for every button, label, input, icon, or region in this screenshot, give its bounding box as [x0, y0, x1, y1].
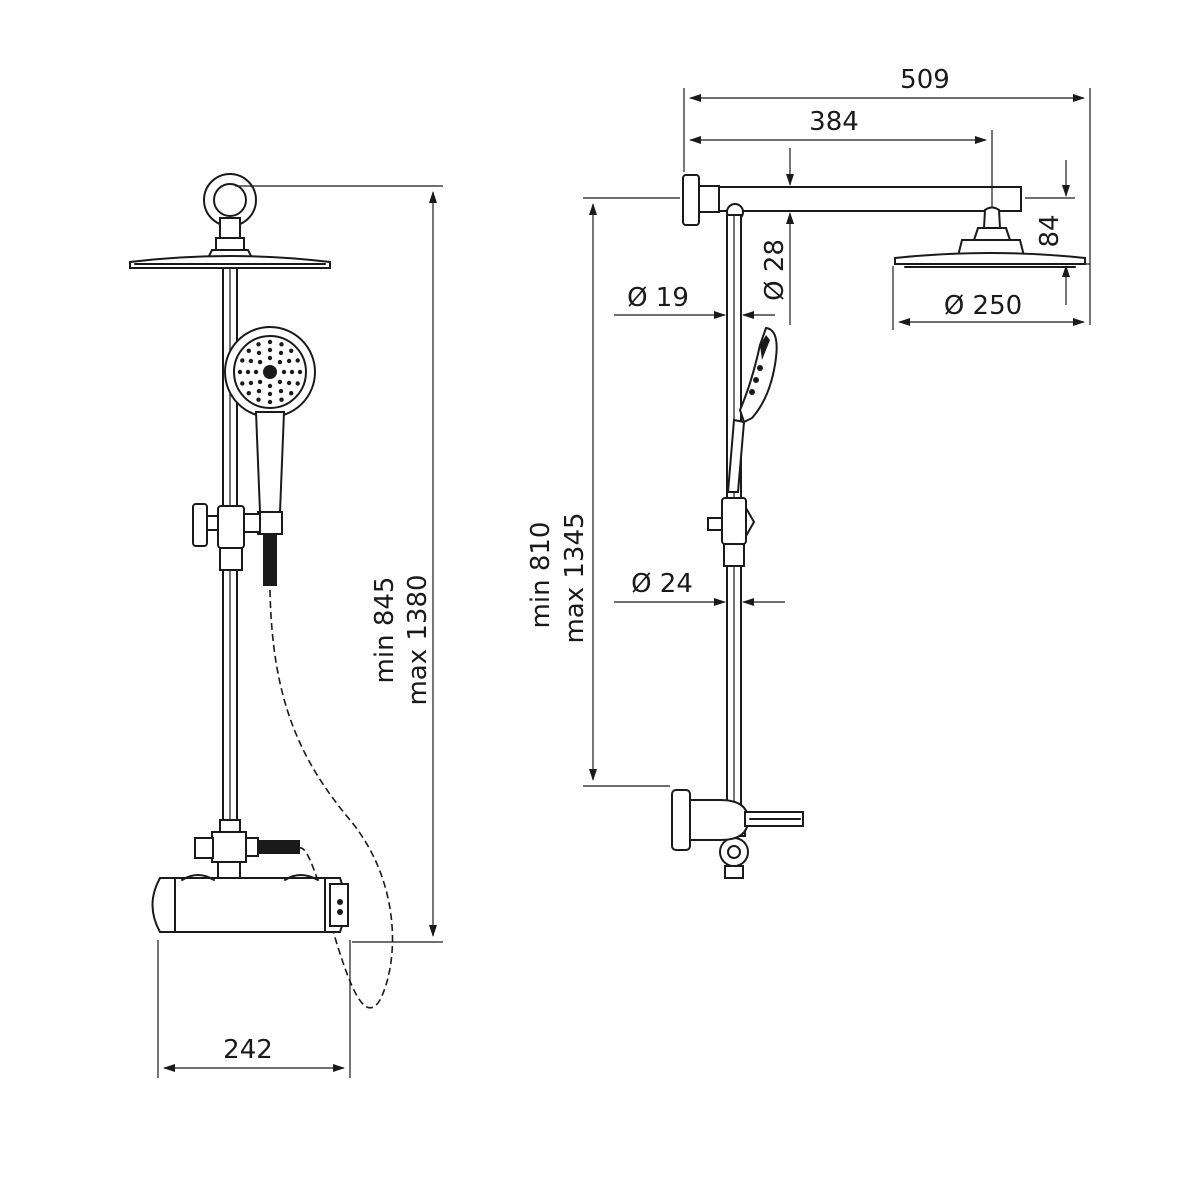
nozzle-dot: [256, 388, 262, 394]
nozzle-dot: [297, 369, 303, 375]
side-height-max-label: max 1345: [560, 512, 590, 643]
side-slider-diverter: [707, 497, 756, 567]
side-head-84-label: 84: [1035, 214, 1065, 247]
side-head-diameter-dimension: Ø 250: [892, 266, 1085, 330]
nozzle-dot: [286, 358, 292, 364]
front-shower-hose: [269, 589, 394, 1009]
front-width-dimension: 242: [157, 940, 351, 1078]
nozzle-dot: [295, 358, 300, 363]
nozzle-dot: [256, 350, 262, 356]
side-arm-diameter-label: Ø 28: [760, 239, 790, 301]
front-hose-connector: [194, 831, 300, 879]
side-height-dimension: min 810 max 1345: [526, 197, 680, 787]
side-head-84-dimension: 84: [1025, 160, 1090, 305]
front-width-label: 242: [223, 1035, 273, 1065]
nozzle-dot: [279, 342, 284, 347]
side-depth-509-dimension: 509: [683, 65, 1091, 325]
side-upper-pipe-diameter-label: Ø 19: [627, 283, 689, 313]
front-view: [129, 173, 394, 1009]
nozzle-dot: [237, 369, 243, 375]
side-lower-pipe-diameter-label: Ø 24: [631, 569, 693, 599]
nozzle-dot: [289, 391, 294, 396]
side-overhead-shower-head: [894, 206, 1086, 268]
side-lower-pipe-diameter-dimension: Ø 24: [614, 569, 785, 606]
front-thermostatic-mixer: [151, 874, 349, 933]
front-height-dimension: min 845 max 1380: [235, 185, 443, 943]
side-wall-flange: [682, 174, 700, 226]
side-height-min-label: min 810: [526, 522, 556, 629]
nozzle-dot: [295, 381, 300, 386]
side-hose-connector: [719, 837, 749, 879]
nozzle-dot: [257, 379, 263, 385]
nozzle-dot: [279, 397, 284, 402]
nozzle-dot: [256, 342, 261, 347]
side-shower-arm: [718, 186, 1022, 212]
nozzle-dot: [289, 348, 294, 353]
nozzle-dot: [240, 358, 245, 363]
nozzle-dot: [286, 380, 292, 386]
side-head-diameter-label: Ø 250: [944, 291, 1022, 321]
nozzle-dot: [267, 383, 273, 389]
nozzle-dot: [278, 388, 284, 394]
nozzle-dot: [267, 399, 273, 405]
side-arm-384-dimension: 384: [689, 107, 993, 208]
nozzle-dot: [267, 347, 273, 353]
nozzle-dot: [289, 369, 295, 375]
side-hand-shower: [726, 326, 778, 493]
front-overhead-shower-head: [129, 237, 331, 269]
nozzle-dot: [277, 379, 283, 385]
side-view: [671, 174, 1086, 879]
nozzle-dot: [267, 391, 273, 397]
front-wall-bracket: [203, 173, 257, 239]
side-arm-diameter-dimension: Ø 28: [760, 148, 794, 325]
front-lower-pipe: [219, 569, 241, 833]
nozzle-dot: [246, 348, 251, 353]
nozzle-dot: [278, 350, 284, 356]
nozzle-dot: [257, 359, 263, 365]
nozzle-dot: [246, 391, 251, 396]
nozzle-dot: [256, 397, 261, 402]
nozzle-dot: [281, 369, 287, 375]
nozzle-dot: [267, 339, 273, 345]
nozzle-dot: [248, 380, 254, 386]
front-height-max-label: max 1380: [403, 574, 433, 705]
nozzle-dot: [248, 358, 254, 364]
side-thermostatic-mixer: [671, 789, 804, 851]
side-arm-384-label: 384: [809, 107, 859, 137]
nozzle-dot: [245, 369, 251, 375]
side-upper-pipe-diameter-dimension: Ø 19: [614, 283, 775, 319]
nozzle-dot: [253, 369, 259, 375]
front-slider-diverter: [192, 503, 261, 571]
nozzle-dot: [240, 381, 245, 386]
nozzle-dot: [277, 359, 283, 365]
side-lower-pipe: [722, 565, 746, 837]
front-hand-shower: [224, 326, 316, 586]
nozzle-dot: [267, 355, 273, 361]
side-depth-509-label: 509: [900, 65, 950, 95]
front-height-min-label: min 845: [370, 577, 400, 684]
